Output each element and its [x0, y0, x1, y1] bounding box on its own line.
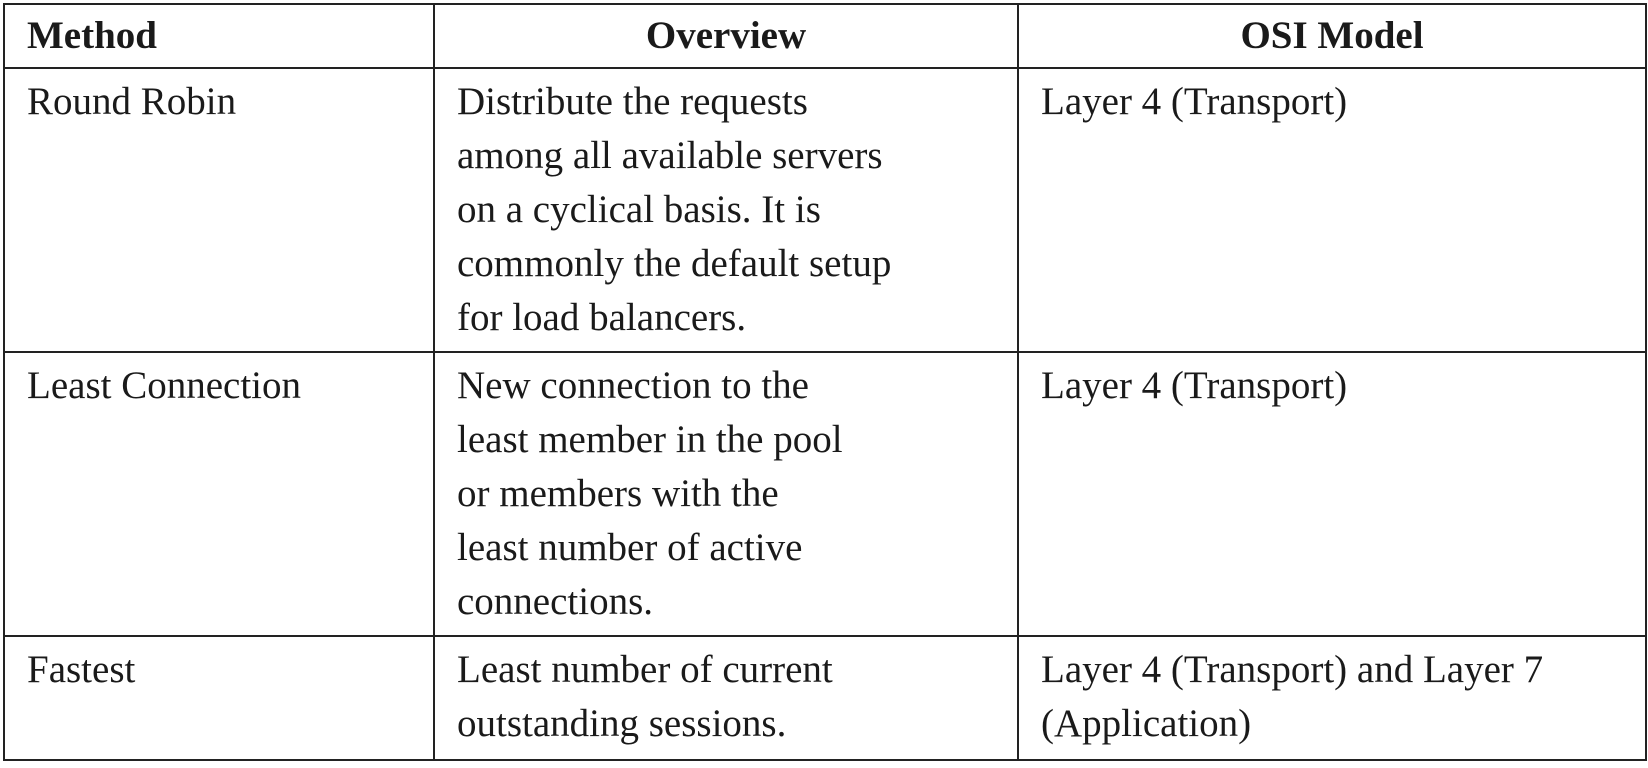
overview-line: Distribute the requests	[457, 80, 808, 123]
osi-line: Layer 4 (Transport) and Layer 7	[1041, 648, 1544, 691]
header-overview: Overview	[433, 3, 1019, 69]
cell-osi-model: Layer 4 (Transport)	[1017, 351, 1647, 637]
overview-line: on a cyclical basis. It is	[457, 188, 821, 231]
overview-line: outstanding sessions.	[457, 702, 787, 745]
osi-line: (Application)	[1041, 702, 1252, 745]
cell-method: Round Robin	[3, 67, 435, 353]
cell-overview: New connection to the least member in th…	[433, 351, 1019, 637]
table-row: Round Robin Distribute the requests amon…	[3, 67, 1647, 353]
osi-line: Layer 4 (Transport)	[1041, 364, 1348, 407]
load-balancing-methods-table-wrapper: Method Overview OSI Model Round Robin Di…	[3, 3, 1647, 761]
overview-line: among all available servers	[457, 134, 883, 177]
osi-line: Layer 4 (Transport)	[1041, 80, 1348, 123]
cell-method: Least Connection	[3, 351, 435, 637]
overview-line: least number of active	[457, 526, 803, 569]
table-row: Fastest Least number of current outstand…	[3, 635, 1647, 761]
load-balancing-methods-table: Method Overview OSI Model Round Robin Di…	[3, 3, 1647, 761]
overview-line: for load balancers.	[457, 296, 747, 339]
table-header-row: Method Overview OSI Model	[3, 3, 1647, 69]
header-osi-model: OSI Model	[1017, 3, 1647, 69]
cell-osi-model: Layer 4 (Transport) and Layer 7 (Applica…	[1017, 635, 1647, 761]
cell-overview: Distribute the requests among all availa…	[433, 67, 1019, 353]
overview-line: connections.	[457, 580, 654, 623]
table-row: Least Connection New connection to the l…	[3, 351, 1647, 637]
overview-line: or members with the	[457, 472, 779, 515]
header-method: Method	[3, 3, 435, 69]
overview-line: Least number of current	[457, 648, 833, 691]
overview-line: commonly the default setup	[457, 242, 892, 285]
cell-osi-model: Layer 4 (Transport)	[1017, 67, 1647, 353]
cell-method: Fastest	[3, 635, 435, 761]
overview-line: New connection to the	[457, 364, 809, 407]
cell-overview: Least number of current outstanding sess…	[433, 635, 1019, 761]
overview-line: least member in the pool	[457, 418, 843, 461]
